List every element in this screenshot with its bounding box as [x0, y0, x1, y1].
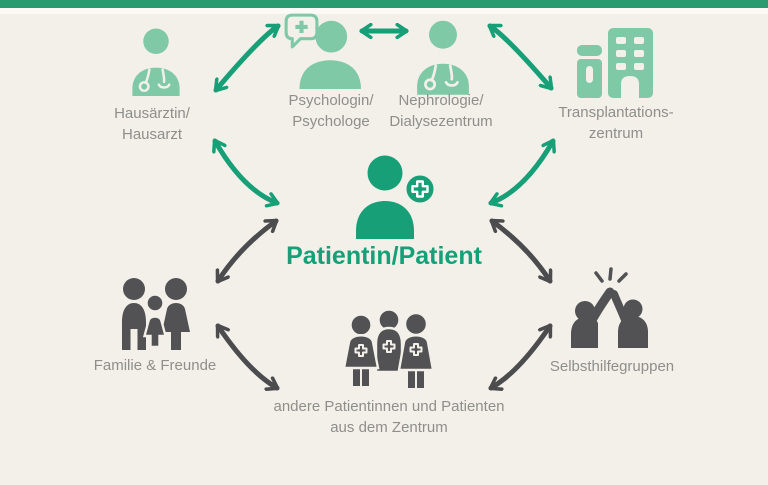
label-nephrologie-line2: Dialysezentrum [389, 113, 493, 131]
label-andere-patienten-line2: aus dem Zentrum [330, 419, 448, 437]
label-andere-patienten-line1: andere Patientinnen und Patienten [273, 398, 505, 415]
arrow-familie-andere-patienten [215, 323, 280, 388]
label-psychologe-line1: Psychologin/ [288, 92, 374, 109]
hospital-building-icon [577, 28, 653, 98]
label-selbsthilfegruppen: Selbsthilfegruppen [549, 358, 675, 375]
medical-plus-badge-icon [403, 172, 437, 206]
arrow-nephrologie-transplantationszentrum [487, 23, 554, 91]
label-hausarzt-line2: Hausarzt [121, 126, 183, 144]
high-five-icon [571, 269, 648, 348]
top-white-strip [0, 8, 768, 14]
arrow-transplantationszentrum-patient [491, 138, 553, 203]
arrow-hausarzt-patient [215, 138, 277, 203]
arrow-patient-familie [215, 218, 279, 284]
label-psychologe: Psychologin/ Psychologe [288, 90, 373, 133]
label-psychologe-line2: Psychologe [292, 113, 370, 131]
arrow-patient-selbsthilfegruppen [489, 218, 553, 284]
doctor-icon [415, 20, 471, 95]
label-hausarzt: Hausärztin/ Hausarzt [114, 103, 190, 146]
arrow-hausarzt-psychologe [213, 23, 281, 93]
label-hausarzt-line1: Hausärztin/ [114, 105, 190, 122]
top-accent-bar [0, 0, 768, 8]
doctor-icon [131, 28, 181, 96]
label-nephrologie-line1: Nephrologie/ [398, 92, 484, 109]
label-familie: Familie & Freunde [93, 357, 217, 374]
arrow-andere-patienten-selbsthilfegruppen [488, 323, 553, 388]
patient-icon [356, 155, 437, 239]
label-patient: Patientin/Patient [286, 242, 482, 270]
patients-group-icon [342, 308, 435, 388]
label-transplantationszentrum-line2: zentrum [588, 125, 644, 143]
label-nephrologie: Nephrologie/ Dialysezentrum [389, 90, 492, 133]
label-transplantationszentrum: Transplantations- zentrum [558, 102, 673, 145]
family-icon [120, 276, 192, 350]
psychologist-icon [286, 15, 361, 89]
label-transplantationszentrum-line1: Transplantations- [558, 104, 674, 121]
label-andere-patienten: andere Patientinnen und Patienten aus de… [273, 396, 504, 439]
